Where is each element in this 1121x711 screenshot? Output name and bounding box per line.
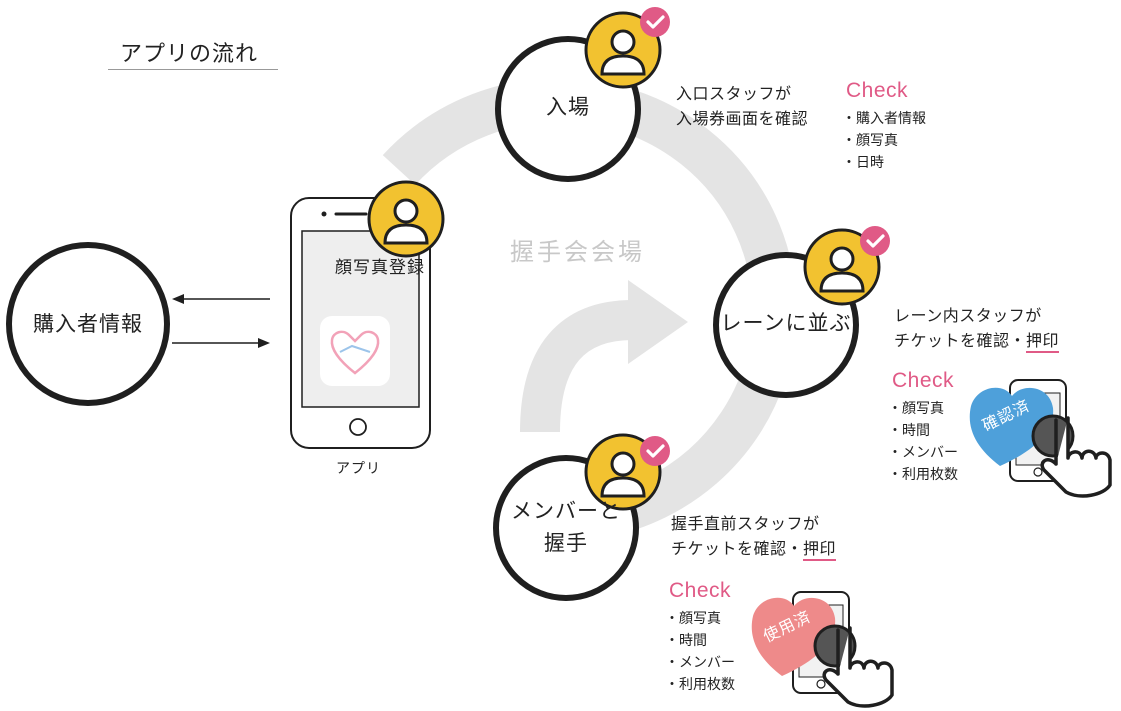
lane-description: レーン内スタッフが チケットを確認・押印 bbox=[894, 303, 1060, 353]
title-underline bbox=[108, 69, 278, 70]
handshake-label-line1: メンバーと bbox=[511, 499, 621, 523]
lane-check-item: ・時間 bbox=[888, 423, 930, 439]
entrance-avatar bbox=[584, 11, 662, 89]
handshake-stamp-heart bbox=[751, 597, 836, 676]
handshake-check-item: ・顔写真 bbox=[665, 611, 721, 627]
entrance-check-item: ・日時 bbox=[842, 155, 884, 171]
handshake-label-line2: 握手 bbox=[544, 530, 588, 555]
entrance-check-list: ・購入者情報 ・顔写真 ・日時 bbox=[842, 108, 926, 174]
purchaser-circle bbox=[6, 242, 170, 406]
lane-desc-line2: チケットを確認・ bbox=[894, 331, 1027, 350]
handshake-check-badge bbox=[640, 436, 670, 466]
purchaser-label: 購入者情報 bbox=[33, 312, 143, 336]
handshake-check-item: ・時間 bbox=[665, 633, 707, 649]
entrance-check-item: ・顔写真 bbox=[842, 133, 898, 149]
lane-stamp-heart bbox=[969, 387, 1054, 466]
lane-desc-line1: レーン内スタッフが bbox=[894, 306, 1042, 325]
loop-arrow-body bbox=[520, 300, 637, 433]
venue-label: 握手会会場 bbox=[510, 238, 645, 266]
handshake-description: 握手直前スタッフが チケットを確認・押印 bbox=[671, 511, 837, 561]
handshake-check-list: ・顔写真 ・時間 ・メンバー ・利用枚数 bbox=[665, 608, 735, 696]
handshake-stamp-highlight: 押印 bbox=[803, 539, 837, 561]
handshake-check-title: Check bbox=[669, 579, 732, 602]
lane-pointing-hand-icon bbox=[1031, 414, 1112, 498]
handshake-check-item: ・メンバー bbox=[665, 655, 735, 671]
entrance-desc-line2: 入場券画面を確認 bbox=[676, 109, 809, 128]
handshake-desc-line1: 握手直前スタッフが bbox=[671, 514, 820, 533]
app-icon bbox=[320, 316, 390, 386]
entrance-check-item: ・購入者情報 bbox=[842, 111, 926, 127]
lane-label: レーンに並ぶ bbox=[720, 311, 852, 335]
lane-stamp-highlight: 押印 bbox=[1026, 331, 1060, 353]
entrance-check-title: Check bbox=[846, 79, 909, 102]
lane-check-title: Check bbox=[892, 369, 955, 392]
lane-check-badge bbox=[860, 226, 890, 256]
handshake-pointing-hand-icon bbox=[813, 624, 894, 708]
arrow-to-app bbox=[172, 338, 270, 348]
lane-check-item: ・利用枚数 bbox=[888, 467, 958, 483]
handshake-check-item: ・利用枚数 bbox=[665, 677, 735, 693]
page-title: アプリの流れ bbox=[120, 42, 259, 67]
handshake-desc-line2: チケットを確認・ bbox=[671, 539, 804, 558]
entrance-label: 入場 bbox=[546, 95, 590, 119]
arrow-to-purchaser bbox=[172, 294, 270, 304]
entrance-description: 入口スタッフが 入場券画面を確認 bbox=[676, 81, 808, 131]
lane-check-item: ・メンバー bbox=[888, 445, 958, 461]
entrance-desc-line1: 入口スタッフが bbox=[676, 84, 792, 103]
app-screen-label: 顔写真登録 bbox=[335, 258, 425, 278]
loop-arrow-head bbox=[628, 280, 688, 364]
lane-check-list: ・顔写真 ・時間 ・メンバー ・利用枚数 bbox=[888, 398, 958, 486]
lane-avatar bbox=[803, 228, 881, 306]
app-caption: アプリ bbox=[336, 461, 381, 477]
handshake-label: メンバーと 握手 bbox=[496, 496, 636, 559]
lane-check-item: ・顔写真 bbox=[888, 401, 944, 417]
entrance-check-badge bbox=[640, 7, 670, 37]
app-avatar bbox=[367, 180, 445, 258]
